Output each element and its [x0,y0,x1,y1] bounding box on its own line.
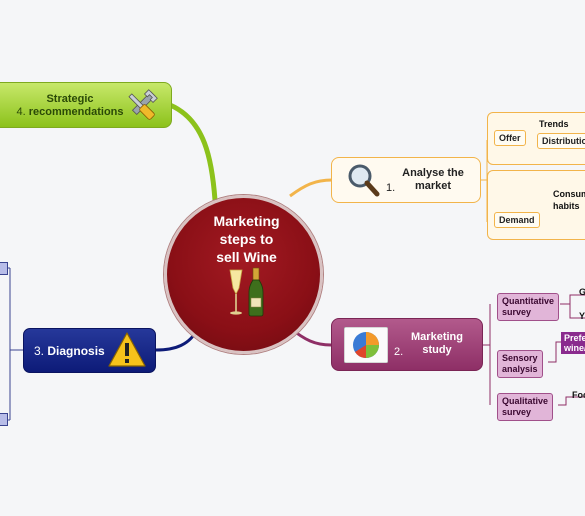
link-quant-children [560,294,585,319]
strategic-label: Strategic 4. recommendations [11,93,129,119]
warning-icon [108,332,146,367]
central-topic-label: Marketing steps to sell Wine [167,212,326,266]
offer-node[interactable]: Offer [494,130,526,146]
quantitative-survey-node[interactable]: Quantitative survey [497,293,560,321]
link-strategic [168,102,218,201]
qualitative-survey-node[interactable]: Qualitative survey [497,393,554,421]
link-diagnosis-children [0,267,23,421]
qual-child[interactable]: Foc [572,390,585,400]
link-study-children [483,304,491,405]
sensory-line1: Sensory [502,353,538,363]
consumption-line1: Consum [553,189,585,199]
central-topic[interactable]: Marketing steps to sell Wine [164,195,323,354]
preference-node[interactable]: Prefe wine/ [561,332,585,354]
link-sensory-children [548,341,561,363]
study-number: 2. [394,346,404,358]
analyse-market-node[interactable]: 1. Analyse the market [331,157,481,203]
distribution-node[interactable]: Distributio [537,133,585,149]
diagnosis-child-bottom[interactable] [0,413,8,426]
pref-line2: wine/ [564,343,585,353]
diagnosis-node[interactable]: 3. Diagnosis [23,328,156,373]
quantitative-line2: survey [502,307,532,317]
diagnosis-label-text: Diagnosis [47,344,105,358]
diagnosis-child-top[interactable] [0,262,8,275]
strategic-number: 4. [16,106,26,118]
qualitative-line1: Qualitative [502,396,549,406]
pie-chart-icon [344,327,388,363]
sensory-analysis-node[interactable]: Sensory analysis [497,350,543,378]
qualitative-line2: survey [502,407,532,417]
link-qual-children [558,396,585,406]
quantitative-line1: Quantitative [502,296,555,306]
wine-bottle-glass-icon [229,267,264,317]
diagnosis-number: 3. [34,344,45,358]
trends-node[interactable]: Trends [539,119,569,129]
magnifier-icon [348,164,380,197]
analyse-number: 1. [386,182,396,194]
strategic-label-line1: Strategic [46,93,94,105]
analyse-label-line1: Analyse the [402,167,464,179]
diagnosis-label: 3. Diagnosis [34,344,105,358]
study-line1: Marketing [411,331,463,343]
link-analyse [289,178,333,198]
strategic-label-line2-text: recommendations [28,106,124,118]
analyse-label-line2: market [414,180,452,192]
consumption-line2: habits [553,201,580,211]
consumption-habits-node[interactable]: Consum habits [553,188,585,212]
demand-group [487,170,585,240]
marketing-study-label: Marketing study [392,331,482,357]
pref-line1: Prefe [564,333,585,343]
strategic-label-line2: 4. recommendations [11,106,129,119]
study-line2: study [422,344,452,356]
demand-node[interactable]: Demand [494,212,540,228]
quant-child-2[interactable]: Y [579,311,585,321]
quant-child-1[interactable]: G [579,287,585,297]
analyse-label: Analyse the market [394,167,472,193]
sensory-line2: analysis [502,364,538,374]
central-line1: Marketing [213,213,280,229]
central-line3: sell Wine [216,249,277,265]
strategic-recommendations-node[interactable]: Strategic 4. recommendations [0,82,172,128]
marketing-study-node[interactable]: 2. Marketing study [331,318,483,371]
tools-icon [128,89,158,120]
central-line2: steps to [219,231,274,247]
